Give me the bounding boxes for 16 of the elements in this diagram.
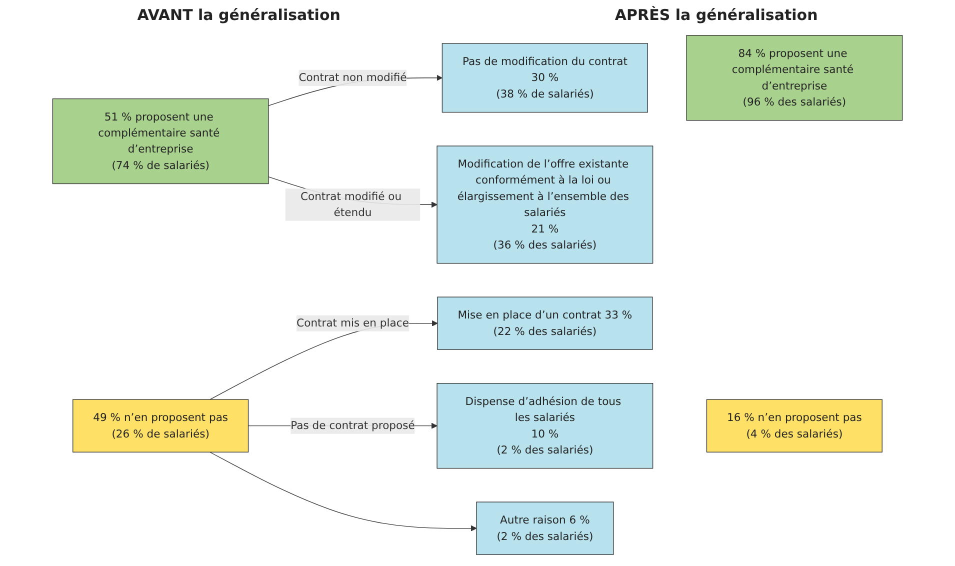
node-box: 84 % proposent une complémentaire santé d’entreprise (96 % des salariés) bbox=[686, 35, 903, 121]
node-box: 49 % n’en proposent pas (26 % de salariés) bbox=[72, 399, 249, 452]
arrow bbox=[210, 452, 477, 532]
node-box: 51 % proposent une complémentaire santé d’entreprise (74 % de salariés) bbox=[52, 98, 269, 184]
node-box: Modification de l’offre existante conformément à la loi ou élargissement à l’ensemble des salariés 21 % (36 % des salariés) bbox=[436, 146, 654, 264]
node-box: Dispense d’adhésion de tous les salariés 10 % (2 % des salariés) bbox=[436, 383, 654, 469]
node-box: 16 % n’en proposent pas (4 % des salariés) bbox=[706, 399, 882, 452]
node-box: Autre raison 6 % (2 % des salariés) bbox=[476, 502, 614, 555]
edge-label: Contrat modifié ou étendu bbox=[300, 190, 402, 219]
node-box: Mise en place d’un contrat 33 % (22 % des salariés) bbox=[437, 296, 653, 350]
edge-label: Contrat mis en place bbox=[296, 316, 409, 330]
edge-label: Contrat non modifié bbox=[298, 71, 407, 84]
column-heading: AVANT la généralisation bbox=[137, 6, 340, 24]
column-heading: APRÈS la généralisation bbox=[614, 6, 818, 24]
edge-label: Pas de contrat proposé bbox=[290, 419, 415, 432]
node-box: Pas de modification du contrat 30 % (38 % de salariés) bbox=[442, 43, 648, 113]
